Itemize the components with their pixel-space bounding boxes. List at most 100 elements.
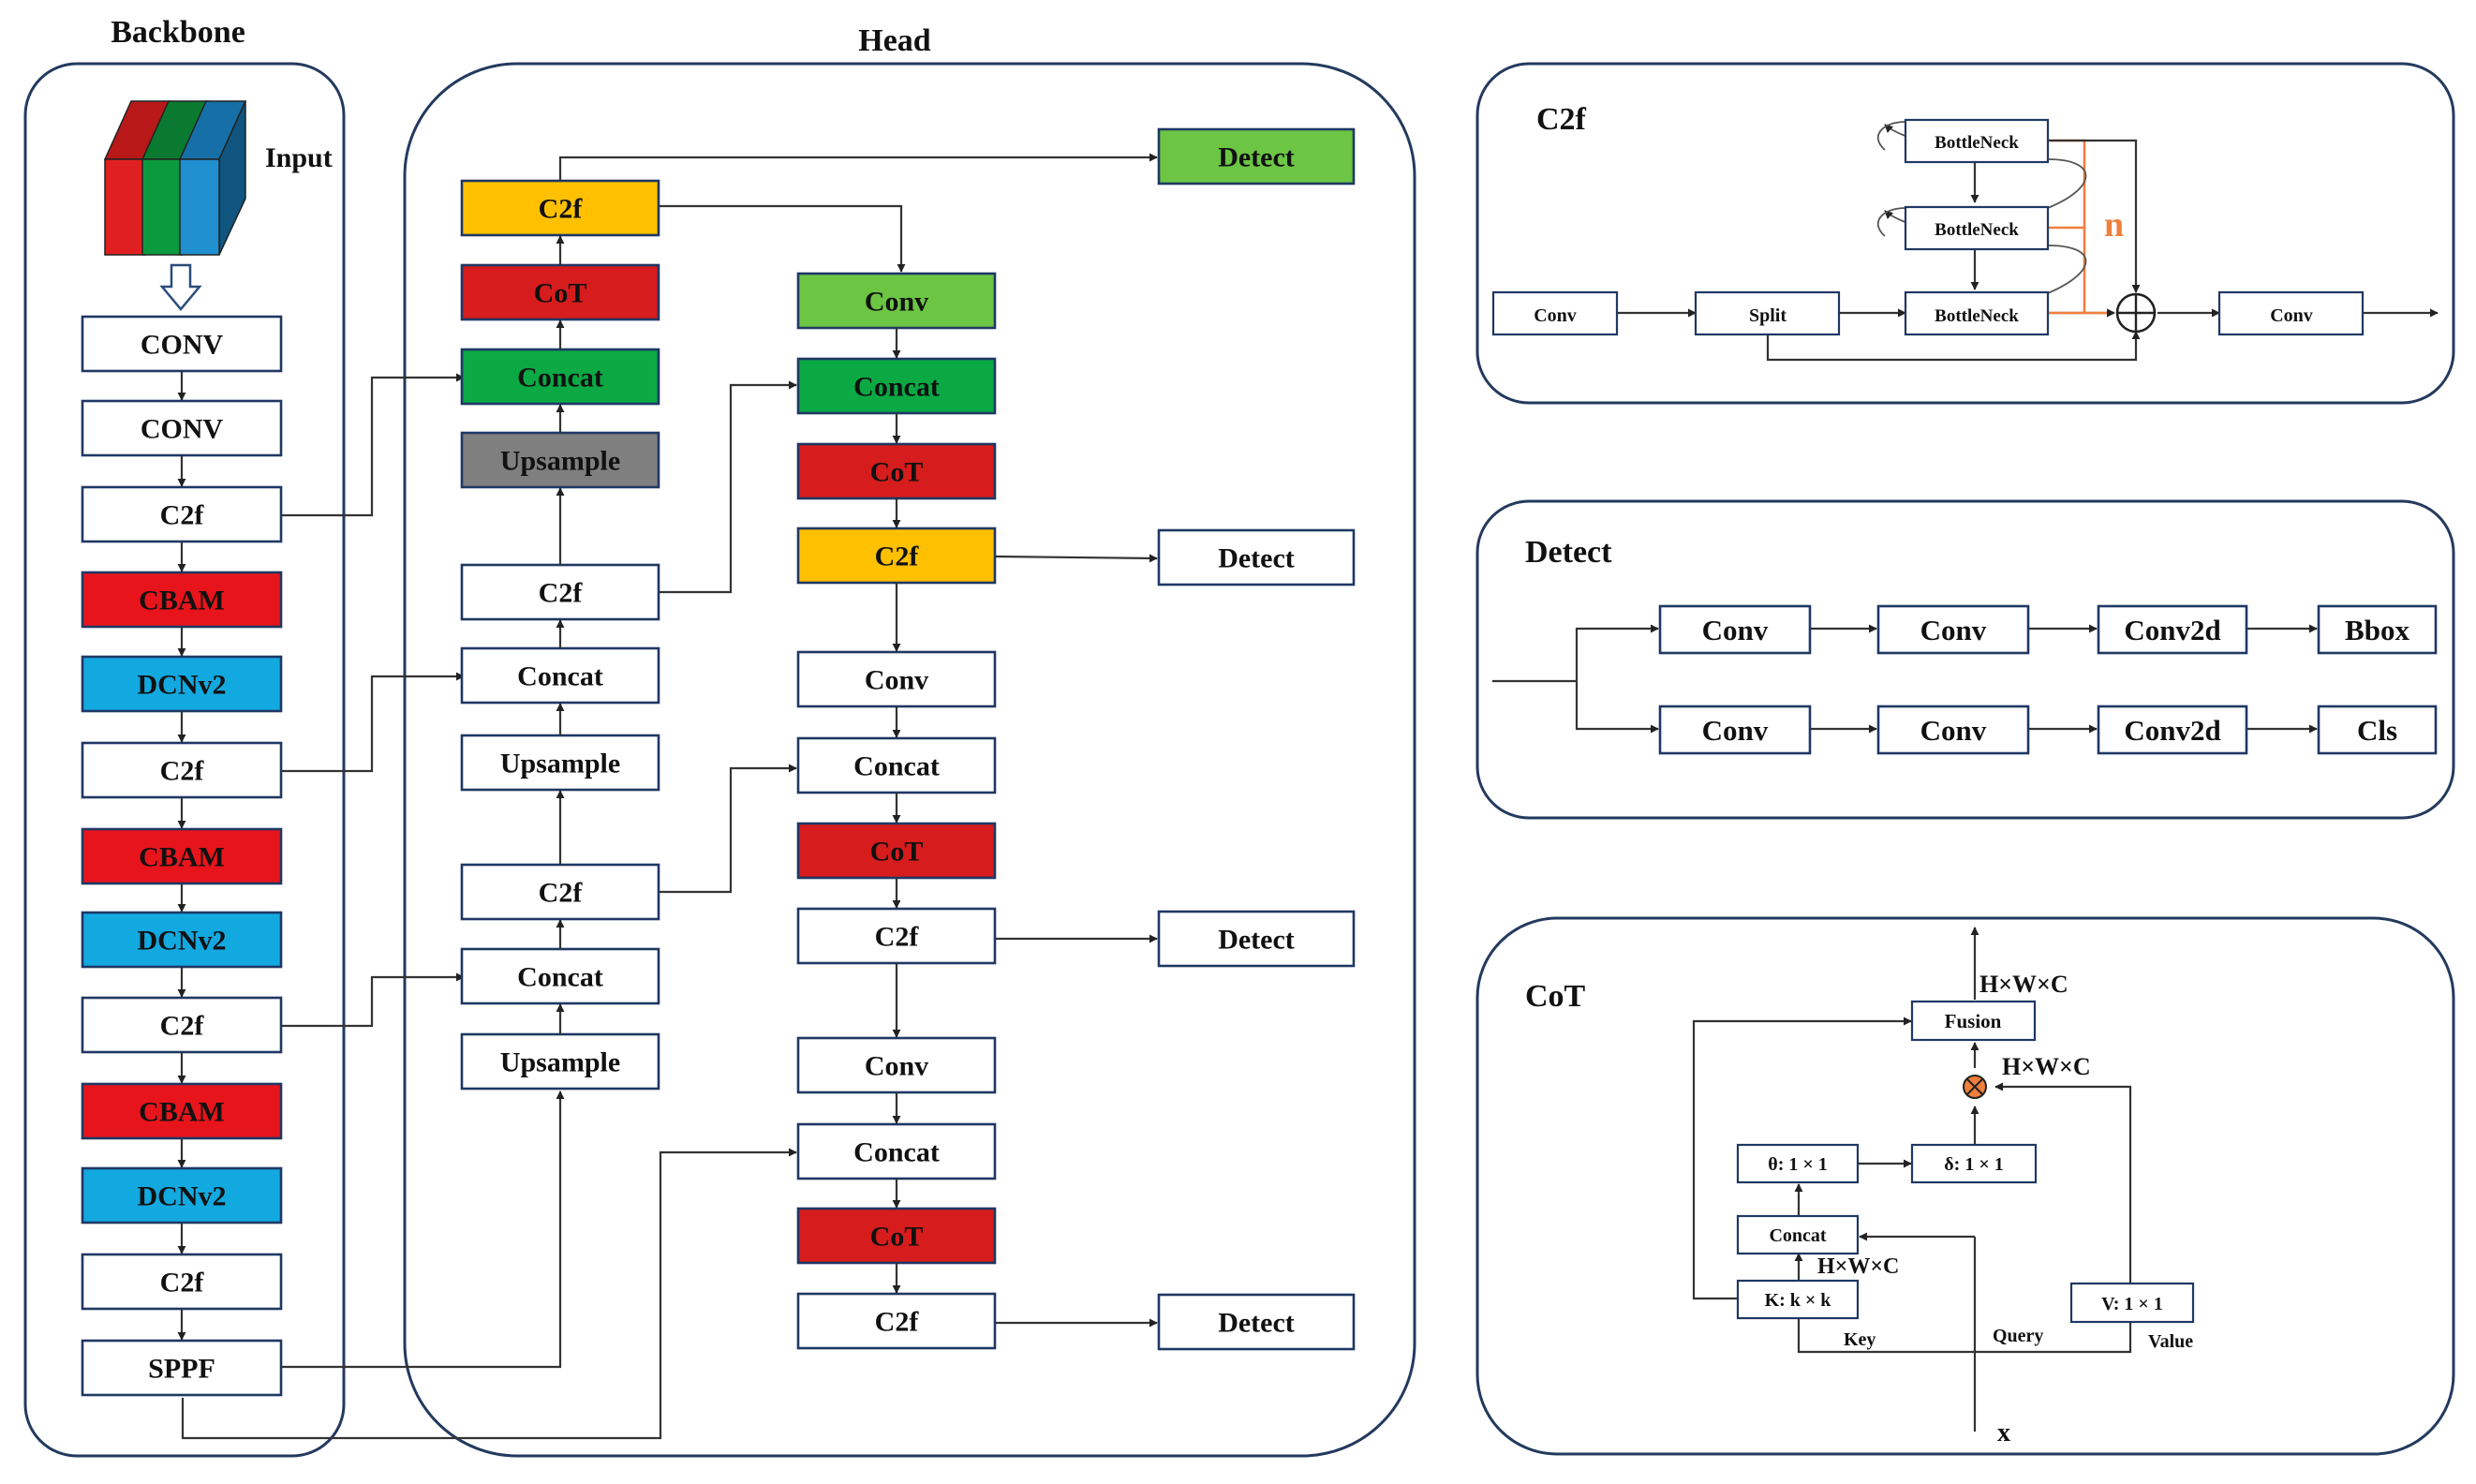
detect-detail-bottom-conv2d-label-3: Conv2d (2124, 714, 2220, 747)
cot-x-label: x (1997, 1418, 2010, 1447)
cot-detail: Fusion θ: 1 × 1 δ: 1 × 1 Concat K: k × k… (1692, 927, 2195, 1447)
detect-detail-bottom-cls-label-4: Cls (2357, 714, 2397, 747)
cot-key-box (1736, 1279, 1860, 1320)
cot-concat-box (1736, 1214, 1860, 1255)
c2f-bottleneck-2-box (1904, 205, 2050, 251)
c2f-n-label: n (2104, 205, 2124, 245)
cot-value-box-label: V: 1 × 1 (2101, 1294, 2163, 1314)
backbone-sppf-box-13 (81, 1339, 283, 1397)
backbone-title: Backbone (111, 15, 245, 50)
detect-detail-bottom-conv2d-box-3 (2097, 705, 2248, 755)
cot-delta-box (1910, 1143, 2038, 1184)
cot-key-box-label: K: k × k (1765, 1290, 1832, 1311)
head-middle-cot-label-11: CoT (870, 1222, 924, 1253)
backbone-dcnv2-label-8: DCNv2 (138, 926, 227, 957)
head-middle-c2f-box-12 (796, 1292, 997, 1350)
backbone-c2f-box-9 (81, 996, 283, 1054)
head-left-cot-label-2: CoT (534, 278, 587, 309)
detect-panel-title: Detect (1525, 535, 1612, 570)
detect-detail-bottom-conv-box-1 (1658, 705, 1812, 755)
backbone-c2f-label-9: C2f (160, 1011, 205, 1042)
head-detect-detect-box-3 (1157, 910, 1356, 968)
head-left-concat-label-6: Concat (517, 661, 603, 692)
c2f-panel (1475, 62, 2455, 405)
detect-detail-top-bbox-label-4: Bbox (2345, 614, 2409, 646)
backbone-conv-box-1 (81, 315, 283, 373)
head-left-c2f-label-8: C2f (539, 878, 584, 909)
head-detect-detect-label-3: Detect (1218, 925, 1295, 956)
head-left-upsample-box-7 (460, 734, 660, 792)
head-left-cot-box-2 (460, 263, 660, 321)
head-middle-c2f-label-4: C2f (875, 542, 920, 572)
head-middle-c2f-box-4 (796, 527, 997, 585)
backbone-conv-label-2: CONV (141, 414, 224, 445)
cot-fusion-box (1910, 1000, 2037, 1042)
head-left-c2f-label-1: C2f (539, 194, 584, 225)
c2f-bottleneck-2-label: BottleNeck (1935, 220, 2019, 240)
backbone-c2f-box-12 (81, 1253, 283, 1311)
cot-fusion-label: Fusion (1945, 1010, 2002, 1032)
c2f-conv-in-box (1491, 290, 1619, 336)
backbone-cbam-label-7: CBAM (139, 842, 225, 873)
backbone-c2f-box-6 (81, 741, 283, 799)
backbone-c2f-label-3: C2f (160, 500, 205, 531)
detect-detail-top-bbox-box-4 (2317, 604, 2438, 655)
head-middle-concat-label-10: Concat (853, 1137, 940, 1168)
head-left-c2f-box-5 (460, 563, 660, 621)
head-left-concat-box-9 (460, 947, 660, 1005)
detect-detail-bottom-conv-label-1: Conv (1702, 714, 1769, 747)
c2f-conv-out-box (2217, 290, 2365, 336)
head-middle-c2f-box-8 (796, 907, 997, 965)
cot-panel (1475, 916, 2455, 1456)
c2f-bottleneck-3-label: BottleNeck (1935, 306, 2019, 326)
detect-detail (1492, 624, 2318, 734)
input-image-icon (103, 100, 247, 256)
head-detect-detect-box-4 (1157, 1293, 1356, 1351)
cot-concat-label: Concat (1769, 1225, 1826, 1246)
head-left-upsample-label-10: Upsample (500, 1047, 620, 1078)
c2f-split-box (1694, 290, 1841, 336)
c2f-bottleneck-1-label: BottleNeck (1935, 133, 2019, 153)
head-detect-detect-label-4: Detect (1218, 1308, 1295, 1339)
c2f-detail: Conv Split BottleNeck BottleNeck BottleN… (1491, 118, 2439, 362)
cot-theta-box (1736, 1143, 1860, 1184)
detect-detail-bottom-cls-box-4 (2317, 705, 2438, 755)
backbone-conv-label-1: CONV (141, 330, 224, 361)
detect-detail-top-conv2d-label-3: Conv2d (2124, 614, 2220, 646)
backbone-cbam-box-7 (81, 827, 283, 885)
head-left-c2f-box-1 (460, 179, 660, 237)
backbone-conv-box-2 (81, 399, 283, 457)
input-down-arrow-icon (159, 263, 202, 311)
backbone-nodes: CONVCONVC2fCBAMDCNv2C2fCBAMDCNv2C2fCBAMD… (81, 315, 283, 1397)
head-middle-cot-box-7 (796, 822, 997, 880)
head-detect-detect-label-2: Detect (1218, 543, 1295, 574)
backbone-cbam-box-4 (81, 571, 283, 629)
head-left-nodes: C2fCoTConcatUpsampleC2fConcatUpsampleC2f… (460, 179, 660, 1091)
head-middle-conv-box-9 (796, 1036, 997, 1094)
head-middle-conv-label-5: Conv (865, 665, 928, 696)
head-detect-detect-box-1 (1157, 127, 1356, 186)
detect-detail-top-conv2d-box-3 (2097, 604, 2248, 655)
head-panel (403, 62, 1416, 1458)
head-left-concat-label-9: Concat (517, 962, 603, 993)
c2f-bottleneck-1-box (1904, 118, 2050, 164)
cot-hwc-key-label: H×W×C (1817, 1254, 1899, 1279)
head-detect-detect-box-2 (1157, 528, 1356, 586)
cot-value-label: Value (2148, 1331, 2193, 1352)
head-middle-c2f-label-8: C2f (875, 922, 920, 953)
detect-detail-top-conv-label-2: Conv (1920, 614, 1987, 646)
backbone-dcnv2-box-5 (81, 655, 283, 713)
backbone-c2f-box-3 (81, 485, 283, 543)
cot-theta-label: θ: 1 × 1 (1768, 1154, 1828, 1175)
head-left-concat-box-3 (460, 348, 660, 406)
cot-hwc-multiply-label: H×W×C (2002, 1053, 2091, 1080)
backbone-cbam-label-10: CBAM (139, 1097, 225, 1128)
c2f-conv-in-label: Conv (1534, 305, 1577, 326)
backbone-cbam-label-4: CBAM (139, 586, 225, 616)
detect-detail-top-conv-label-1: Conv (1702, 614, 1769, 646)
detect-detail-bottom-conv-box-2 (1876, 705, 2030, 755)
